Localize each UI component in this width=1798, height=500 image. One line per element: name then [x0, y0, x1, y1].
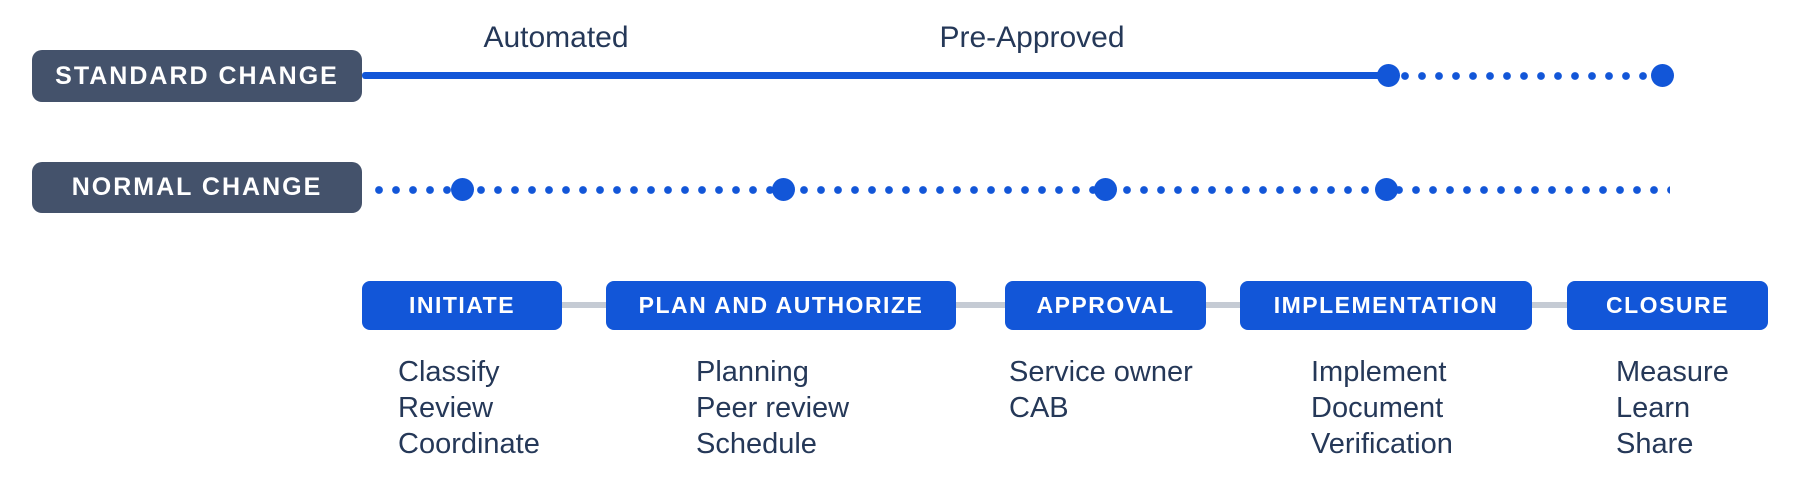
task-item: Share: [1616, 428, 1694, 460]
normal-milestone-dot-implementation: [1375, 178, 1398, 201]
stage-box-closure: CLOSURE: [1567, 281, 1768, 330]
stage-box-plan-and-authorize: PLAN AND AUTHORIZE: [606, 281, 956, 330]
stage-tasks-implementation: Implement Document Verification: [1311, 354, 1453, 462]
task-item: Coordinate: [398, 428, 540, 460]
task-item: Schedule: [696, 428, 817, 460]
normal-milestone-dot-initiate: [451, 178, 474, 201]
task-item: Planning: [696, 356, 809, 388]
phase-label-automated: Automated: [483, 21, 629, 54]
stage-tasks-approval: Service owner CAB: [1009, 354, 1193, 426]
normal-timeline-dotted-line: [375, 186, 1670, 194]
standard-change-badge: STANDARD CHANGE: [32, 50, 362, 102]
normal-milestone-dot-plan-and-authorize: [772, 178, 795, 201]
stage-tasks-plan-and-authorize: Planning Peer review Schedule: [696, 354, 849, 462]
task-item: Document: [1311, 392, 1444, 424]
standard-milestone-dot-implementation: [1377, 64, 1400, 87]
task-item: Measure: [1616, 356, 1729, 388]
stage-tasks-initiate: Classify Review Coordinate: [398, 354, 540, 462]
task-item: Peer review: [696, 392, 850, 424]
standard-timeline-dotted-line: [1401, 71, 1653, 80]
task-item: CAB: [1009, 392, 1069, 424]
task-item: Implement: [1311, 356, 1447, 388]
stage-box-approval: APPROVAL: [1005, 281, 1206, 330]
stage-tasks-closure: Measure Learn Share: [1616, 354, 1729, 462]
normal-milestone-dot-approval: [1094, 178, 1117, 201]
task-item: Review: [398, 392, 494, 424]
stage-box-implementation: IMPLEMENTATION: [1240, 281, 1532, 330]
task-item: Learn: [1616, 392, 1691, 424]
stage-box-initiate: INITIATE: [362, 281, 562, 330]
standard-milestone-dot-closure: [1651, 64, 1674, 87]
phase-label-pre-approved: Pre-Approved: [939, 21, 1125, 54]
task-item: Verification: [1311, 428, 1453, 460]
standard-timeline-solid-line: [362, 72, 1390, 79]
task-item: Classify: [398, 356, 500, 388]
task-item: Service owner: [1009, 356, 1193, 388]
normal-change-badge: NORMAL CHANGE: [32, 162, 362, 213]
